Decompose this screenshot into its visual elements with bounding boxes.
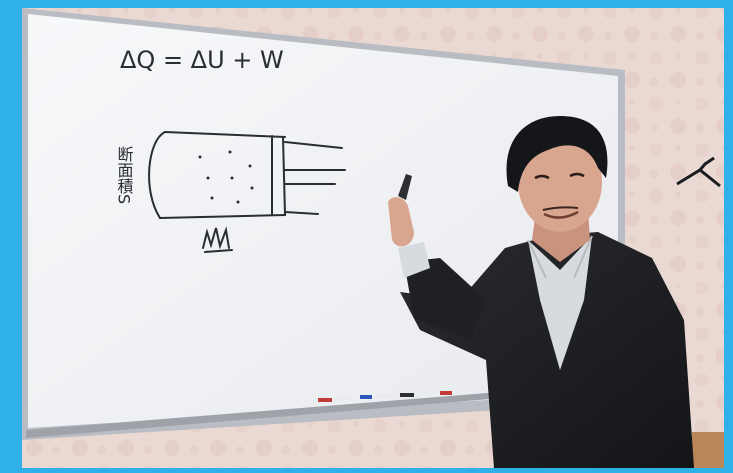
face: [518, 132, 602, 232]
hair: [506, 116, 608, 192]
board-equation: ΔQ = ΔU + W: [120, 46, 284, 74]
coat-hanger: [676, 156, 721, 188]
marker-tray: [26, 392, 502, 438]
markers: [318, 391, 452, 402]
marker-in-hand: [398, 174, 412, 200]
hand: [388, 197, 414, 247]
person: [388, 116, 694, 468]
gas-particles: [198, 150, 254, 204]
desk-corner: [692, 432, 724, 468]
raised-arm: [404, 258, 486, 340]
cylinder-diagram: [148, 131, 346, 253]
shirt: [528, 236, 592, 370]
board-side-label: 断面積S: [115, 146, 134, 204]
